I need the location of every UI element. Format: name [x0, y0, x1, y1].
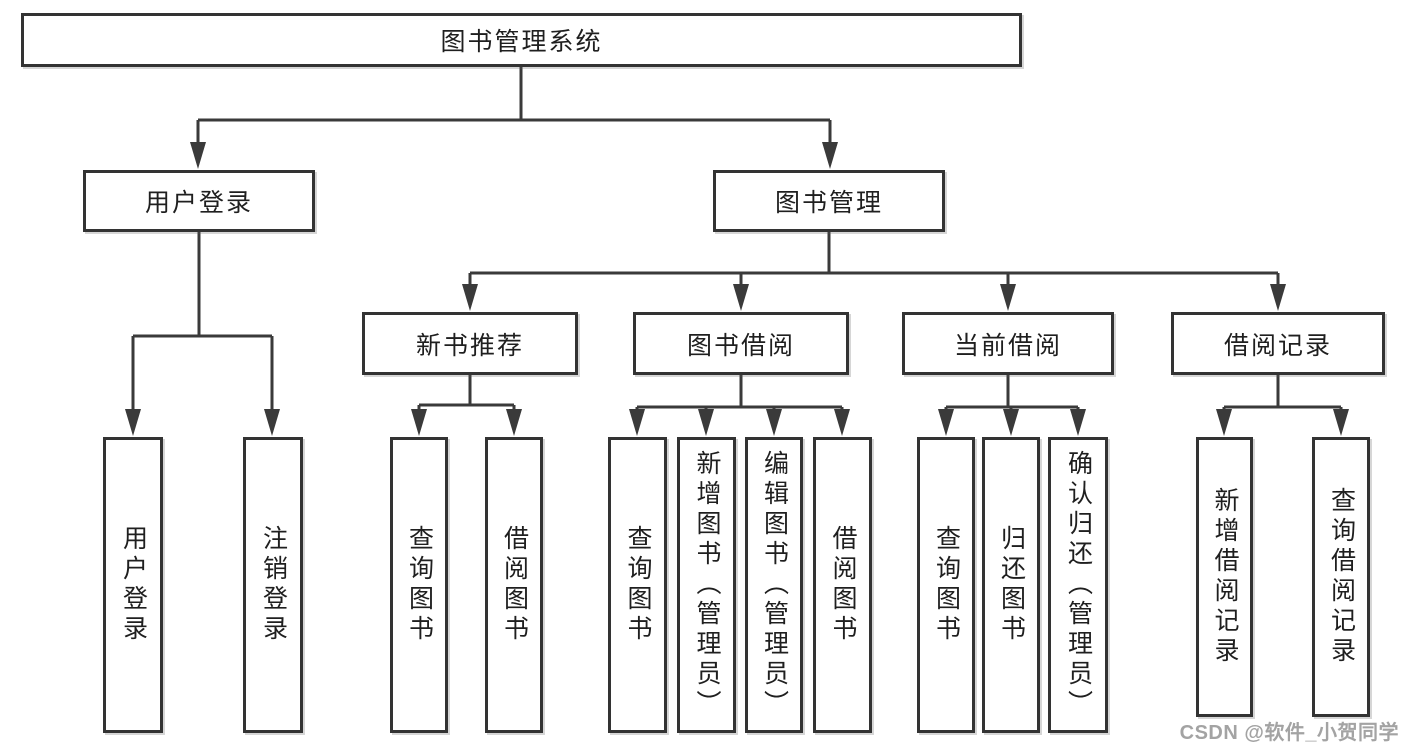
node-book-management: 图书管理 — [713, 170, 945, 232]
node-user-login: 用户登录 — [83, 170, 315, 232]
arrowhead-icon — [1000, 284, 1016, 311]
arrowhead-icon — [506, 409, 522, 436]
node-cb-query-books: 查询图书 — [917, 437, 975, 733]
node-bb-edit-books-admin: 编辑图书（管理员） — [745, 437, 803, 733]
arrowhead-icon — [411, 409, 427, 436]
node-current-borrow: 当前借阅 — [902, 312, 1114, 375]
arrowhead-icon — [1070, 409, 1086, 436]
node-root: 图书管理系统 — [21, 13, 1022, 67]
arrowhead-icon — [190, 142, 206, 169]
node-cb-confirm-return-admin: 确认归还（管理员） — [1048, 437, 1108, 733]
connector-root-to-branches — [190, 67, 838, 169]
arrowhead-icon — [766, 409, 782, 436]
node-bb-query-books: 查询图书 — [608, 437, 667, 733]
node-bb-add-books-admin: 新增图书（管理员） — [677, 437, 736, 733]
arrowhead-icon — [1333, 409, 1349, 436]
connector-new-book-recommend-to-children — [411, 375, 522, 436]
node-new-book-recommend: 新书推荐 — [362, 312, 578, 375]
node-br-query-record: 查询借阅记录 — [1312, 437, 1370, 717]
arrowhead-icon — [822, 142, 838, 169]
node-nb-borrow-books: 借阅图书 — [485, 437, 543, 733]
connector-borrow-records-to-children — [1216, 375, 1349, 436]
node-user-login-leaf: 用户登录 — [103, 437, 163, 733]
node-logout: 注销登录 — [243, 437, 303, 733]
arrowhead-icon — [1216, 409, 1232, 436]
node-br-add-record: 新增借阅记录 — [1196, 437, 1253, 717]
arrowhead-icon — [938, 409, 954, 436]
node-borrow-records: 借阅记录 — [1171, 312, 1385, 375]
arrowhead-icon — [629, 409, 645, 436]
node-book-borrow: 图书借阅 — [633, 312, 849, 375]
watermark: CSDN @软件_小贺同学 — [1179, 722, 1399, 744]
connector-current-borrow-to-children — [938, 375, 1086, 436]
arrowhead-icon — [834, 409, 850, 436]
connector-user-login-to-children — [125, 232, 280, 436]
connector-book-borrow-to-children — [629, 375, 850, 436]
arrowhead-icon — [733, 284, 749, 311]
connector-book-management-to-sections — [462, 232, 1286, 311]
arrowhead-icon — [698, 409, 714, 436]
node-bb-borrow-books: 借阅图书 — [813, 437, 872, 733]
arrowhead-icon — [462, 284, 478, 311]
arrowhead-icon — [1003, 409, 1019, 436]
arrowhead-icon — [1270, 284, 1286, 311]
node-cb-return-books: 归还图书 — [982, 437, 1040, 733]
node-nb-query-books: 查询图书 — [390, 437, 448, 733]
arrowhead-icon — [125, 409, 141, 436]
arrowhead-icon — [264, 409, 280, 436]
